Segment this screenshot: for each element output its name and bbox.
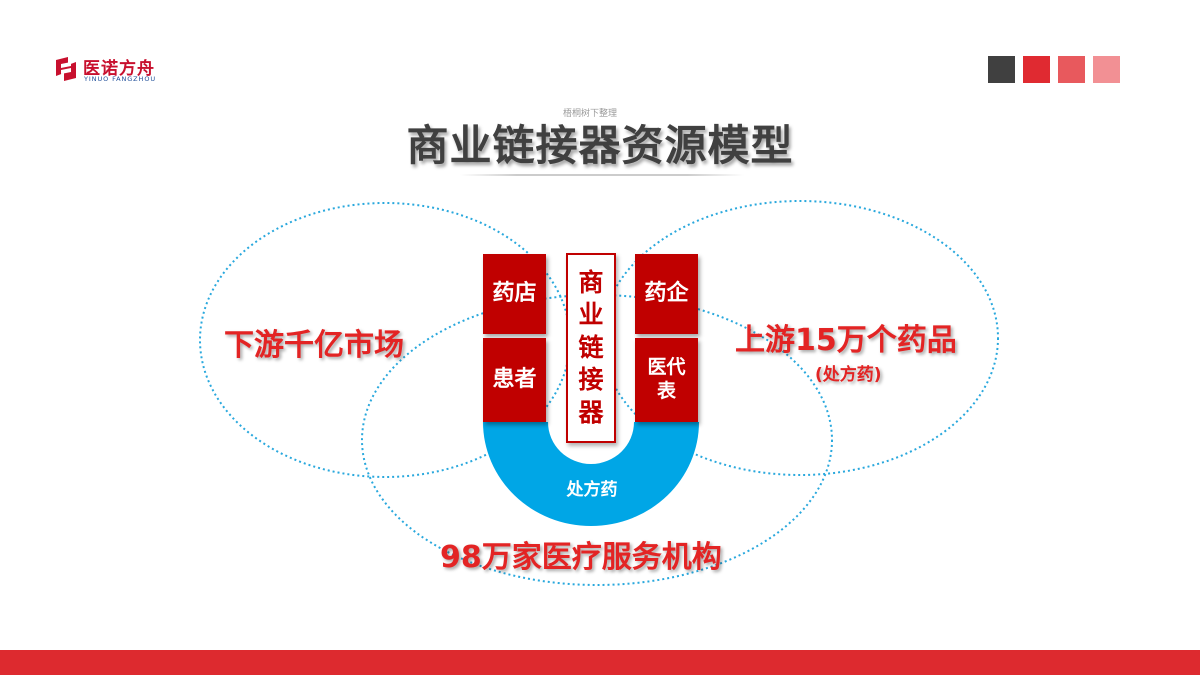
footer-bar (0, 650, 1200, 675)
institutions-ellipse (361, 294, 833, 586)
logo-name: 医诺方舟 (83, 59, 155, 79)
medical-rep-label: 医代表 (647, 356, 686, 402)
patient-label: 患者 (492, 367, 537, 393)
pharmacy-label: 药店 (492, 281, 537, 307)
header-square-1 (988, 56, 1015, 83)
prescription-u-arc (483, 422, 699, 526)
watermark-text: 梧桐树下整理 (563, 109, 618, 119)
medical-rep-box: 医代表 (635, 338, 698, 422)
header-square-3 (1058, 56, 1085, 83)
title-underline (460, 174, 744, 176)
pharma-company-label: 药企 (644, 281, 689, 307)
prescription-drug-label: 处方药 (566, 480, 618, 500)
pharmacy-box: 药店 (483, 254, 546, 334)
page-title: 商业链接器资源模型 (406, 121, 794, 170)
commerce-connector-label: 商业链接器 (578, 267, 604, 427)
header-square-2 (1023, 56, 1050, 83)
medical-institutions-label: 98万家医疗服务机构 (440, 540, 722, 575)
logo-subtitle: YINUO FANGZHOU (84, 75, 156, 83)
upstream-drugs-label: 上游15万个药品 (735, 323, 957, 358)
company-logo: 医诺方舟 YINUO FANGZHOU (52, 54, 172, 88)
upstream-drugs-note: (处方药) (815, 365, 882, 385)
patient-box: 患者 (483, 338, 546, 422)
pharma-company-box: 药企 (635, 254, 698, 334)
downstream-market-label: 下游千亿市场 (224, 328, 404, 363)
logo-mark-icon (56, 57, 76, 81)
header-square-4 (1093, 56, 1120, 83)
commerce-connector-box: 商业链接器 (566, 253, 616, 443)
